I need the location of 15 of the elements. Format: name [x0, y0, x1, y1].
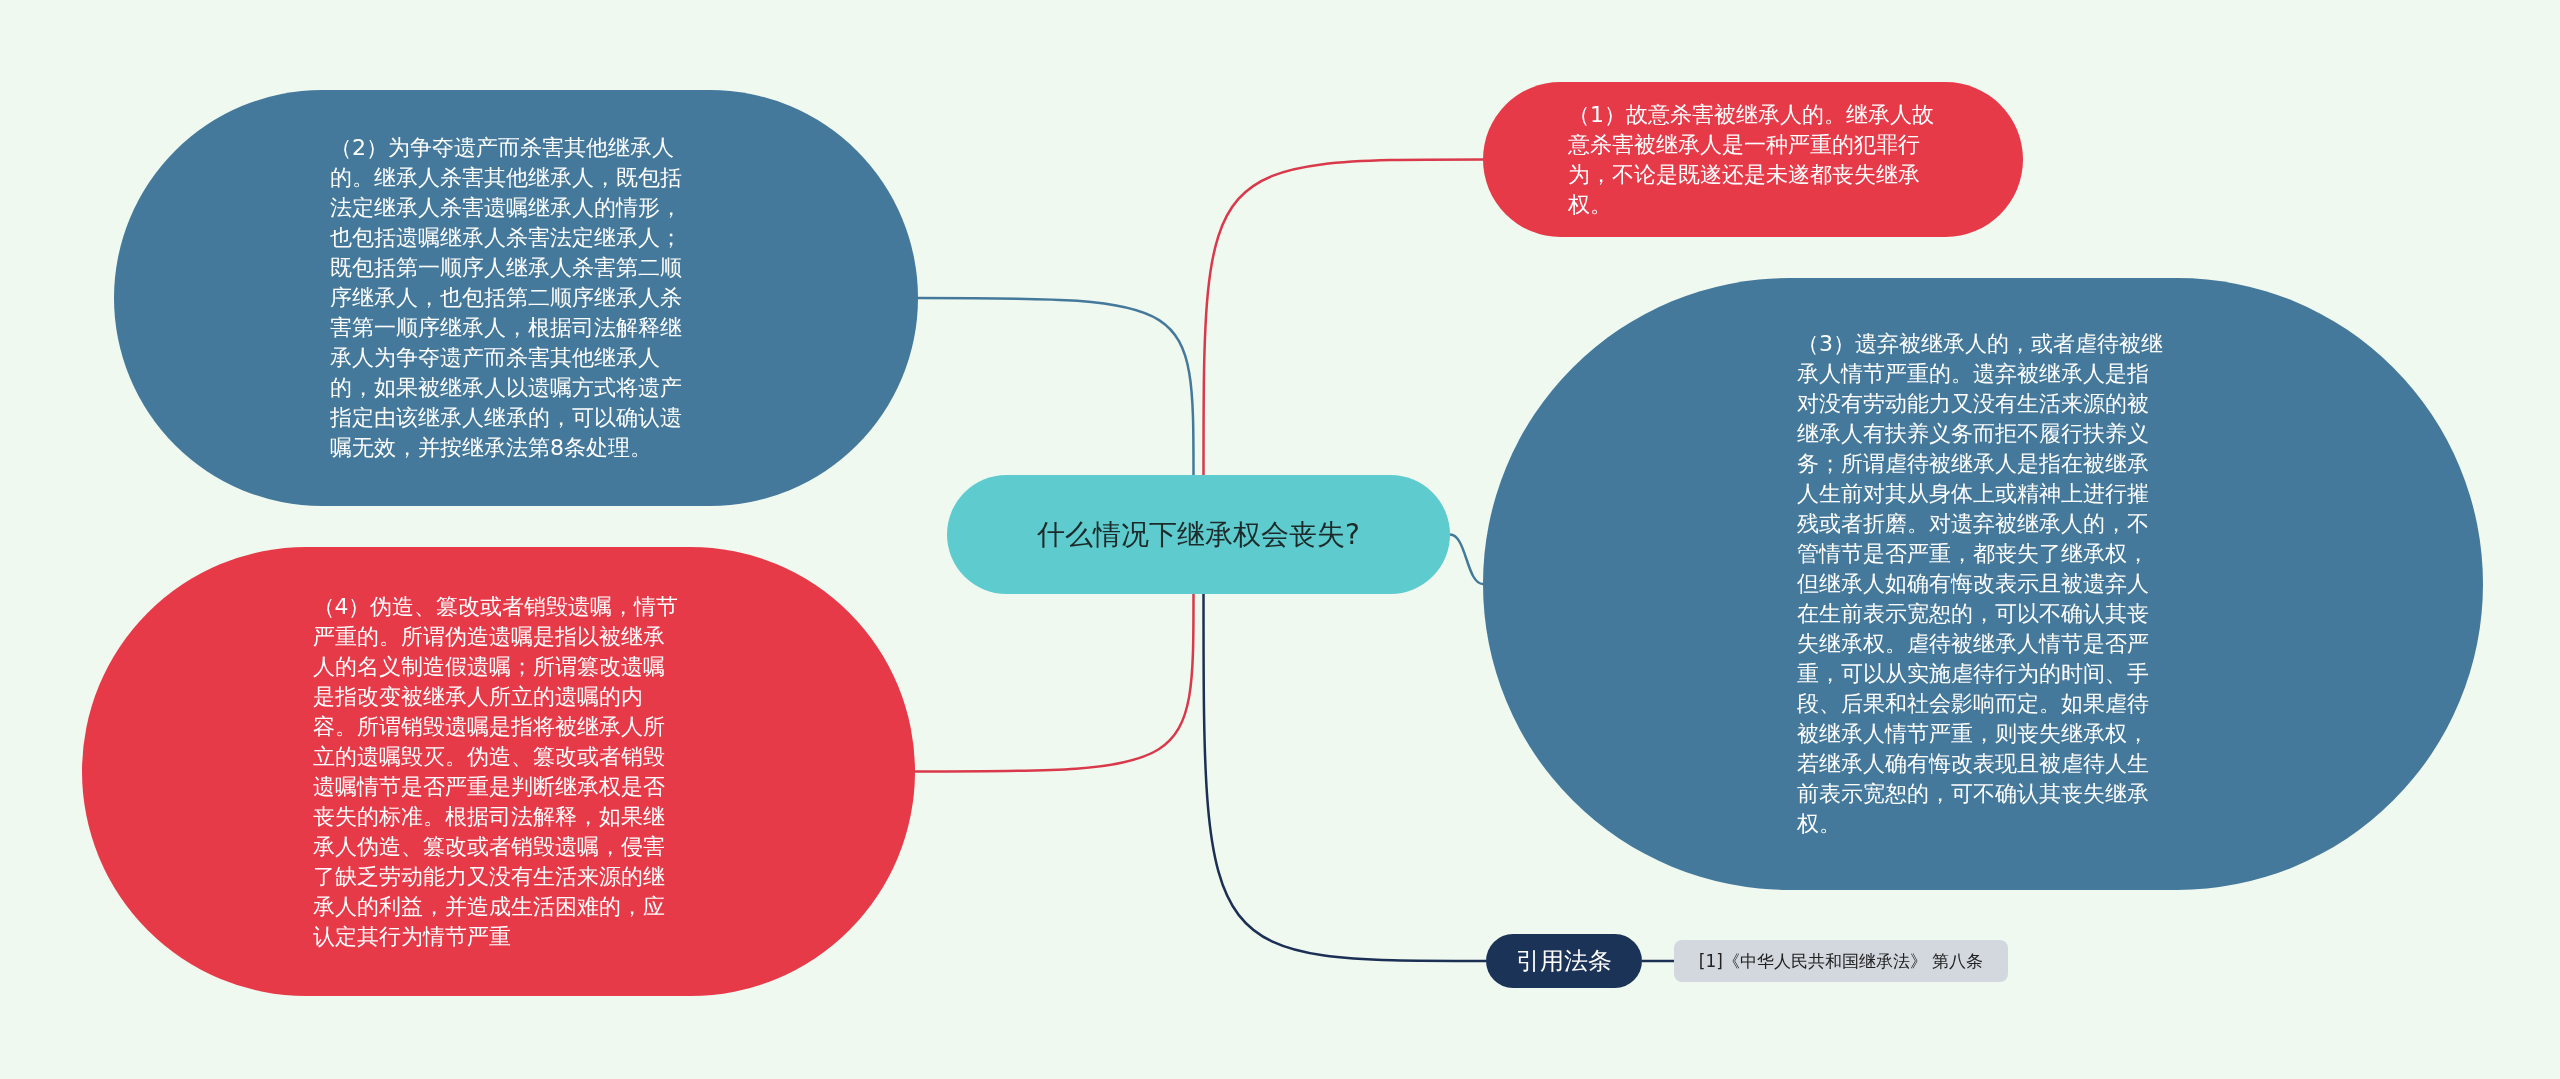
- bubble-text: （3）遗弃被继承人的，或者虐待被继承人情节严重的。遗弃被继承人是指对没有劳动能力又没有生活来源的被继承人有扶养义务而拒不履行扶养义务；所谓虐待被继承人是指在被继承人生前对其从身体上或精神上进行摧残或者折磨。对遗弃被继承人的，不管情节是否严重，都丧失了继承权，但继承人如确有悔改表示且被遗弃人在生前表示宽恕的，可以不确认其丧失继承权。虐待被继承人情节是否严重，可以从实施虐待行为的时间、手段、后果和社会影响而定。如果虐待被继承人情节严重，则丧失继承权，若继承人确有悔改表现且被虐待人生前表示宽恕的，可不确认其丧失继承权。: [1797, 330, 2164, 838]
- citation-tag: [1674, 940, 2008, 982]
- bubble-text: 什么情况下继承权会丧失?: [1036, 516, 1361, 553]
- reference-bubble: [1486, 934, 1642, 988]
- bubble-text: （1）故意杀害被继承人的。继承人故意杀害被继承人是一种严重的犯罪行为，不论是既遂还是未遂都丧失继承权。: [1568, 100, 1935, 219]
- connector-line: [915, 594, 1195, 773]
- connector-line: [1642, 959, 1674, 963]
- bubble-text: （2）为争夺遗产而杀害其他继承人的。继承人杀害其他继承人，既包括法定继承人杀害遗嘱继承人的情形，也包括遗嘱继承人杀害法定继承人；既包括第一顺序人继承人杀害第二顺序继承人，也包括第二顺序继承人杀害第一顺序继承人，根据司法解释继承人为争夺遗产而杀害其他继承人的，如果被继承人以遗嘱方式将遗产指定由该继承人继承的，可以确认遗嘱无效，并按继承法第8条处理。: [330, 134, 683, 462]
- connector-line: [1202, 594, 1486, 963]
- bubble-text: [1]《中华人民共和国继承法》 第八条: [1697, 950, 1985, 973]
- bubble-text: （4）伪造、篡改或者销毁遗嘱，情节严重的。所谓伪造遗嘱是指以被继承人的名义制造假遗嘱；所谓篡改遗嘱是指改变被继承人所立的遗嘱的内容。所谓销毁遗嘱是指将被继承人所立的遗嘱毁灭。伪造、篡改或者销毁遗嘱情节是否严重是判断继承权是否丧失的标准。根据司法解释，如果继承人伪造、篡改或者销毁遗嘱，侵害了缺乏劳动能力又没有生活来源的继承人的利益，并造成生活困难的，应认定其行为情节严重: [312, 592, 680, 951]
- connector-line: [918, 296, 1195, 475]
- bubble-text: 引用法条: [1515, 946, 1613, 976]
- connector-line: [1202, 158, 1483, 475]
- connector-line: [1449, 533, 1484, 586]
